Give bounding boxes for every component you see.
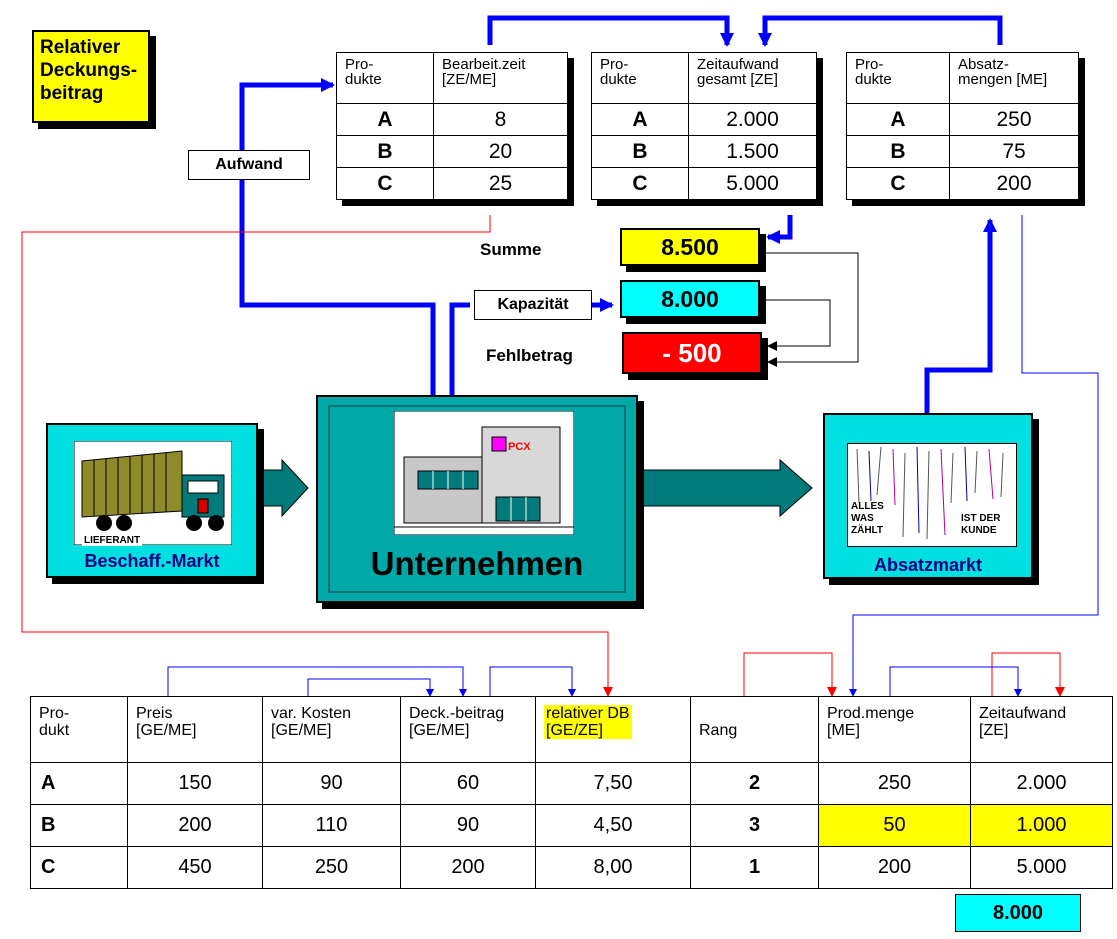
header-cell: Deck.-beitrag[GE/ME] [400,696,536,763]
header-cell: Pro-dukte [846,52,950,104]
kapazitaet-value: 8.000 [620,280,760,318]
header-cell: Absatz-mengen [ME] [949,52,1079,104]
building-icon [394,411,574,535]
header-cell: Pro-dukt [30,696,128,763]
header-cell: Pro-dukte [336,52,434,104]
title-box: Relativer Deckungs- beitrag [32,30,150,123]
summe-label: Summe [480,240,542,259]
header-cell: Prod.menge[ME] [818,696,971,763]
aufwand-label: Aufwand [188,150,310,180]
title-line: Deckungs- [40,60,138,81]
kapazitaet-label: Kapazität [474,290,592,320]
beschaffungsmarkt-label: Beschaff.-Markt [84,551,220,571]
poster-icon [847,443,1017,547]
pcx-logo: PCX [508,441,531,453]
header-cell: Preis[GE/ME] [127,696,263,763]
unternehmen-box: PCX Unternehmen [316,395,638,603]
unternehmen-label: Unternehmen [370,545,584,582]
title-line: Relativer [40,37,121,58]
truck-icon [74,441,232,545]
fehlbetrag-label: Fehlbetrag [486,346,573,365]
fehlbetrag-value: - 500 [622,332,762,374]
header-cell: Rang [690,696,819,763]
header-cell: Bearbeit.zeit[ZE/ME] [433,52,568,104]
lieferant-label: LIEFERANT [82,535,143,546]
beschaffungsmarkt-box: LIEFERANT Beschaff.-Markt [46,423,258,578]
header-cell: relativer DB[GE/ZE] [535,696,691,763]
unternehmen-inner-border [328,405,626,593]
absatzmarkt-label: Absatzmarkt [873,555,983,575]
title-line: beitrag [40,83,104,104]
header-cell: Zeitaufwand[ZE] [970,696,1113,763]
header-cell: var. Kosten[GE/ME] [262,696,401,763]
header-cell: Pro-dukte [591,52,689,104]
main-table: Pro-dukt Preis[GE/ME] var. Kosten[GE/ME]… [30,696,1113,889]
zeitaufwand-total: 8.000 [955,894,1081,932]
summe-value: 8.500 [620,228,760,266]
